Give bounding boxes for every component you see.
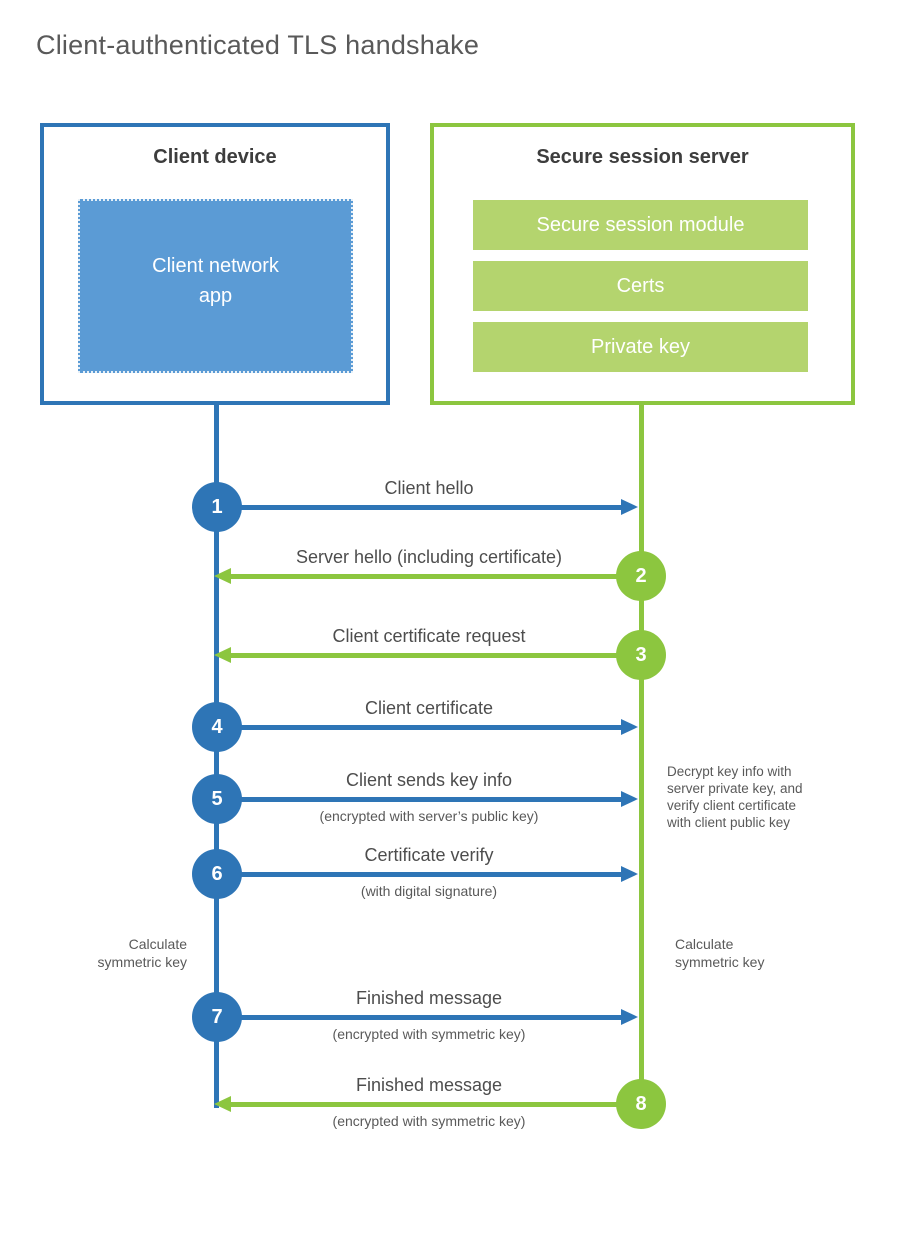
client-device-box: Client device Client network app (40, 123, 390, 405)
step-1-circle: 1 (192, 482, 242, 532)
step-5-arrow (217, 791, 638, 807)
step-1-arrow (217, 499, 638, 515)
step-8-label: Finished message (355, 1075, 503, 1095)
server-module-bar-private-key: Private key (473, 322, 808, 372)
step-3-arrow (214, 647, 641, 663)
calculate-symmetric-key-note-client: Calculate symmetric key (97, 936, 187, 970)
step-7-arrow (217, 1009, 638, 1025)
server-module-bar-certs: Certs (473, 261, 808, 311)
step-2-circle: 2 (616, 551, 666, 601)
step-3-label: Client certificate request (332, 626, 526, 646)
step-8-arrow (214, 1096, 641, 1112)
step-4-label: Client certificate (364, 698, 494, 718)
client-device-header: Client device (153, 146, 277, 168)
step-8-sublabel: (encrypted with symmetric key) (332, 1113, 526, 1129)
server-module-bar-secure-session-module: Secure session module (473, 200, 808, 250)
client-network-app-box: Client network app (78, 199, 353, 373)
step-4-circle: 4 (192, 702, 242, 752)
step-1-label: Client hello (384, 478, 474, 498)
client-lifeline (214, 404, 219, 1108)
step-2-arrow (214, 568, 641, 584)
step-7-label: Finished message (355, 988, 503, 1008)
step-3-circle: 3 (616, 630, 666, 680)
step-5-label: Client sends key info (345, 770, 513, 790)
step-6-sublabel: (with digital signature) (360, 883, 498, 899)
step-8-circle: 8 (616, 1079, 666, 1129)
server-lifeline (639, 404, 644, 1104)
step-5-circle: 5 (192, 774, 242, 824)
step-2-label: Server hello (including certificate) (295, 547, 563, 567)
step-4-arrow (217, 719, 638, 735)
step-6-label: Certificate verify (364, 845, 494, 865)
step-6-circle: 6 (192, 849, 242, 899)
decrypt-key-info-note: Decrypt key info with server private key… (667, 764, 803, 830)
step-5-sublabel: (encrypted with server’s public key) (319, 808, 539, 824)
step-6-arrow (217, 866, 638, 882)
secure-session-server-box: Secure session server Secure session mod… (430, 123, 855, 405)
page-title: Client-authenticated TLS handshake (36, 30, 480, 60)
secure-session-server-header: Secure session server (536, 146, 749, 168)
step-7-sublabel: (encrypted with symmetric key) (332, 1026, 526, 1042)
client-network-app-label: Client network app (152, 255, 279, 307)
step-7-circle: 7 (192, 992, 242, 1042)
calculate-symmetric-key-note-server: Calculate symmetric key (675, 936, 765, 970)
